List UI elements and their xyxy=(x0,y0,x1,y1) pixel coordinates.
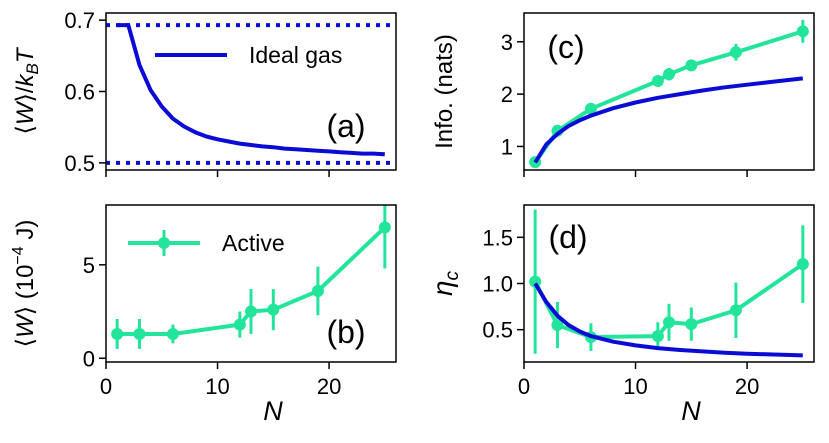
data-point xyxy=(651,330,664,343)
series-ideal-gas xyxy=(533,282,803,358)
y-tick-label: 3 xyxy=(501,30,513,55)
x-tick-label: 0 xyxy=(518,374,530,399)
panel-b: 0 5 0 10 20N ⟨W⟩ (10−4 J) (b) Active xyxy=(10,204,397,426)
data-point xyxy=(685,59,698,72)
data-point xyxy=(245,305,257,318)
y-axis-label: ⟨W⟩ (10−4 J) xyxy=(10,220,39,348)
data-point xyxy=(133,327,146,340)
data-point xyxy=(663,316,675,329)
data-point xyxy=(311,284,324,297)
data-point xyxy=(111,327,124,340)
panel-label: (d) xyxy=(548,219,587,255)
panel-label: (a) xyxy=(326,108,365,144)
data-point xyxy=(378,221,391,234)
legend: Ideal gas xyxy=(155,42,342,68)
panel-a: 0.5 0.6 0.7 ⟨W⟩/kBT (a) Ideal gas xyxy=(12,8,397,177)
data-point xyxy=(685,318,698,331)
y-tick-label: 0.5 xyxy=(482,318,513,343)
y-tick-label: 5 xyxy=(83,253,95,278)
y-tick-label: 0 xyxy=(83,346,95,371)
y-tick-label: 1 xyxy=(501,134,513,159)
legend: Active xyxy=(128,230,285,256)
y-tick-label: 0.7 xyxy=(64,8,95,33)
data-point xyxy=(796,25,809,38)
data-point xyxy=(729,304,742,317)
y-tick-label: 1.5 xyxy=(482,225,513,250)
data-point xyxy=(551,319,564,332)
series-line xyxy=(533,29,804,164)
x-axis-label: N xyxy=(263,396,283,426)
series-ideal-gas xyxy=(117,23,385,157)
data-point xyxy=(233,318,246,331)
series-line xyxy=(533,76,804,164)
axes-frame xyxy=(523,12,815,171)
legend-label: Ideal gas xyxy=(249,42,342,68)
data-point xyxy=(729,46,742,59)
y-axis-label: ⟨W⟩/kBT xyxy=(12,46,42,134)
series-line xyxy=(117,23,385,157)
series-active xyxy=(529,209,809,354)
x-axis-label: N xyxy=(681,396,701,426)
panel-c: 1 2 3 Info. (nats) (c) xyxy=(431,12,815,177)
data-point xyxy=(166,327,179,340)
x-tick-label: 0 xyxy=(100,374,112,399)
series-active xyxy=(111,205,391,349)
data-point xyxy=(584,102,597,115)
series-line xyxy=(533,282,803,358)
panel-label: (c) xyxy=(547,29,584,65)
data-point xyxy=(663,68,675,81)
data-point xyxy=(796,258,809,271)
x-tick-label: 10 xyxy=(205,374,229,399)
axes-frame xyxy=(105,204,397,363)
legend-label: Active xyxy=(222,230,285,256)
data-point xyxy=(267,303,280,316)
data-point xyxy=(651,75,664,88)
y-tick-label: 0.6 xyxy=(64,80,95,105)
x-tick-label: 20 xyxy=(735,374,759,399)
x-tick-label: 20 xyxy=(317,374,341,399)
y-axis-label: Info. (nats) xyxy=(431,34,458,149)
panel-label: (b) xyxy=(326,314,365,350)
series-ideal-gas xyxy=(533,76,804,164)
y-tick-label: 2 xyxy=(501,82,513,107)
y-tick-label: 0.5 xyxy=(64,151,95,176)
legend-marker xyxy=(158,237,170,249)
x-tick-label: 10 xyxy=(623,374,647,399)
y-tick-label: 1.0 xyxy=(482,272,513,297)
y-axis-label: ηc xyxy=(427,270,463,296)
